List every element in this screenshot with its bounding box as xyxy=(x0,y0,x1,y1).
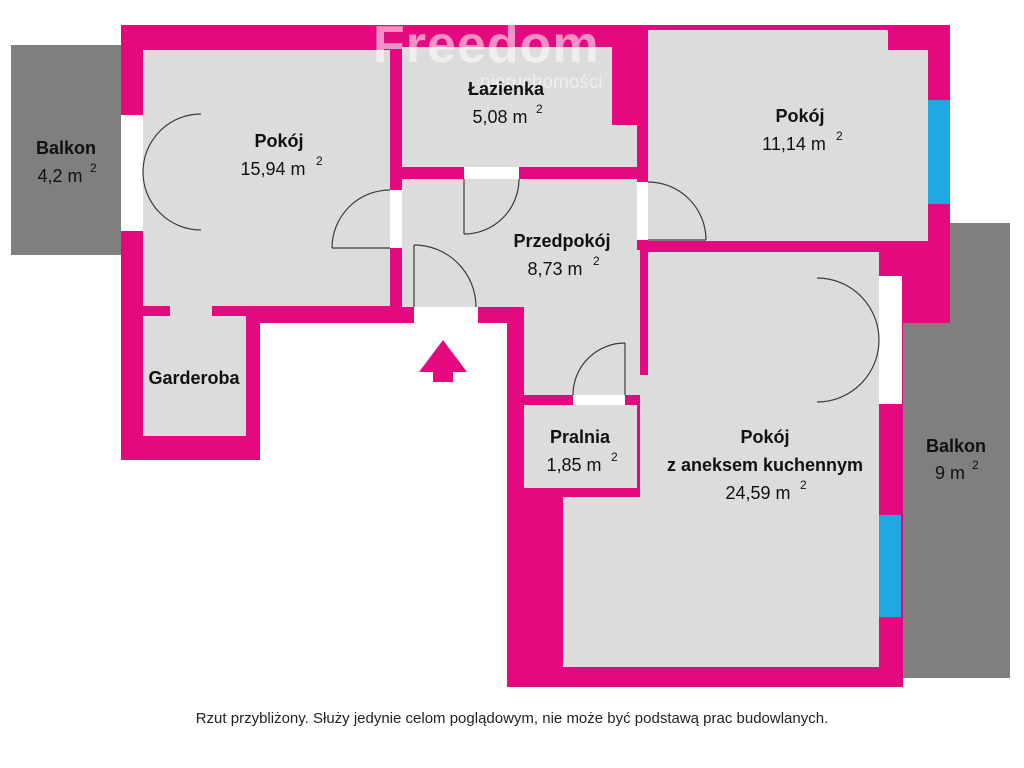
watermark-logo: Freedom xyxy=(373,16,600,74)
balcony-left xyxy=(11,45,122,255)
floor-lazienka-notch xyxy=(402,125,637,167)
room-area-pokoj-2: 11,14 m xyxy=(762,134,826,154)
room-area-sup-pokoj-1: 2 xyxy=(316,154,323,168)
floor-garderoba xyxy=(143,316,246,436)
room-name-balkon-left: Balkon xyxy=(36,138,96,158)
door-opening-garderoba xyxy=(170,306,212,316)
room-area-sup-pokoj-aneks: 2 xyxy=(800,478,807,492)
door-opening-pralnia xyxy=(573,395,625,405)
room-area-sup-lazienka: 2 xyxy=(536,102,543,116)
room-name-balkon-right: Balkon xyxy=(926,436,986,456)
door-swing-balkon-left xyxy=(142,113,202,231)
room-area-lazienka: 5,08 m xyxy=(472,107,527,127)
entrance-arrow-icon xyxy=(419,340,467,382)
door-swing-pokoj2 xyxy=(647,181,707,241)
floor-pokoj-2 xyxy=(648,50,928,241)
floor-aneks-left xyxy=(640,375,652,497)
door-swing-lazienka xyxy=(463,178,520,235)
entrance-gap xyxy=(414,307,478,327)
disclaimer-note: Rzut przybliżony. Służy jedynie celom po… xyxy=(195,710,829,727)
door-opening-balkon-left xyxy=(121,115,143,231)
room-name-pokoj-aneks: Pokój xyxy=(740,427,789,447)
door-opening-balkon-right xyxy=(879,276,902,404)
window-aneks xyxy=(879,515,901,617)
floor-przedpokoj-lower xyxy=(524,250,640,395)
floor-pokoj-1 xyxy=(143,50,390,306)
room-name-lazienka: Łazienka xyxy=(468,79,545,99)
room-name-pokoj-2: Pokój xyxy=(775,106,824,126)
room-area-balkon-right: 9 m xyxy=(935,463,965,483)
door-swing-pralnia xyxy=(572,342,626,396)
door-opening-pokoj2 xyxy=(637,182,648,240)
room-area-przedpokoj: 8,73 m xyxy=(527,259,582,279)
room-name-pralnia: Pralnia xyxy=(550,427,611,447)
floor-aneks-top xyxy=(648,252,879,497)
watermark-subtitle: nieruchomości xyxy=(480,72,603,93)
door-swing-entrance xyxy=(413,244,477,308)
room-area-pokoj-1: 15,94 m xyxy=(240,159,305,179)
door-opening-pokoj1-hall xyxy=(390,190,402,248)
room-area-sup-balkon-left: 2 xyxy=(90,161,97,175)
window-pokoj-2 xyxy=(928,100,950,204)
room-name-pokoj-1: Pokój xyxy=(254,131,303,151)
outside-cut xyxy=(260,323,507,463)
room-area-sup-pralnia: 2 xyxy=(611,450,618,464)
room-name-garderoba: Garderoba xyxy=(148,368,240,388)
room-area-pokoj-aneks: 24,59 m xyxy=(725,483,790,503)
room-area-sup-balkon-right: 2 xyxy=(972,458,979,472)
room-area-balkon-left: 4,2 m xyxy=(37,166,82,186)
door-swing-pokoj1 xyxy=(331,189,391,249)
door-opening-lazienka xyxy=(464,167,519,179)
floor-aneks-bottom xyxy=(563,497,879,667)
room-name2-pokoj-aneks: z aneksem kuchennym xyxy=(667,455,863,475)
door-swing-balkon-right xyxy=(816,277,880,403)
floor-pralnia xyxy=(524,405,637,488)
floor-pokoj-2-notch xyxy=(648,30,888,60)
room-area-sup-przedpokoj: 2 xyxy=(593,254,600,268)
room-name-przedpokoj: Przedpokój xyxy=(513,231,610,251)
room-area-sup-pokoj-2: 2 xyxy=(836,129,843,143)
room-area-pralnia: 1,85 m xyxy=(546,455,601,475)
